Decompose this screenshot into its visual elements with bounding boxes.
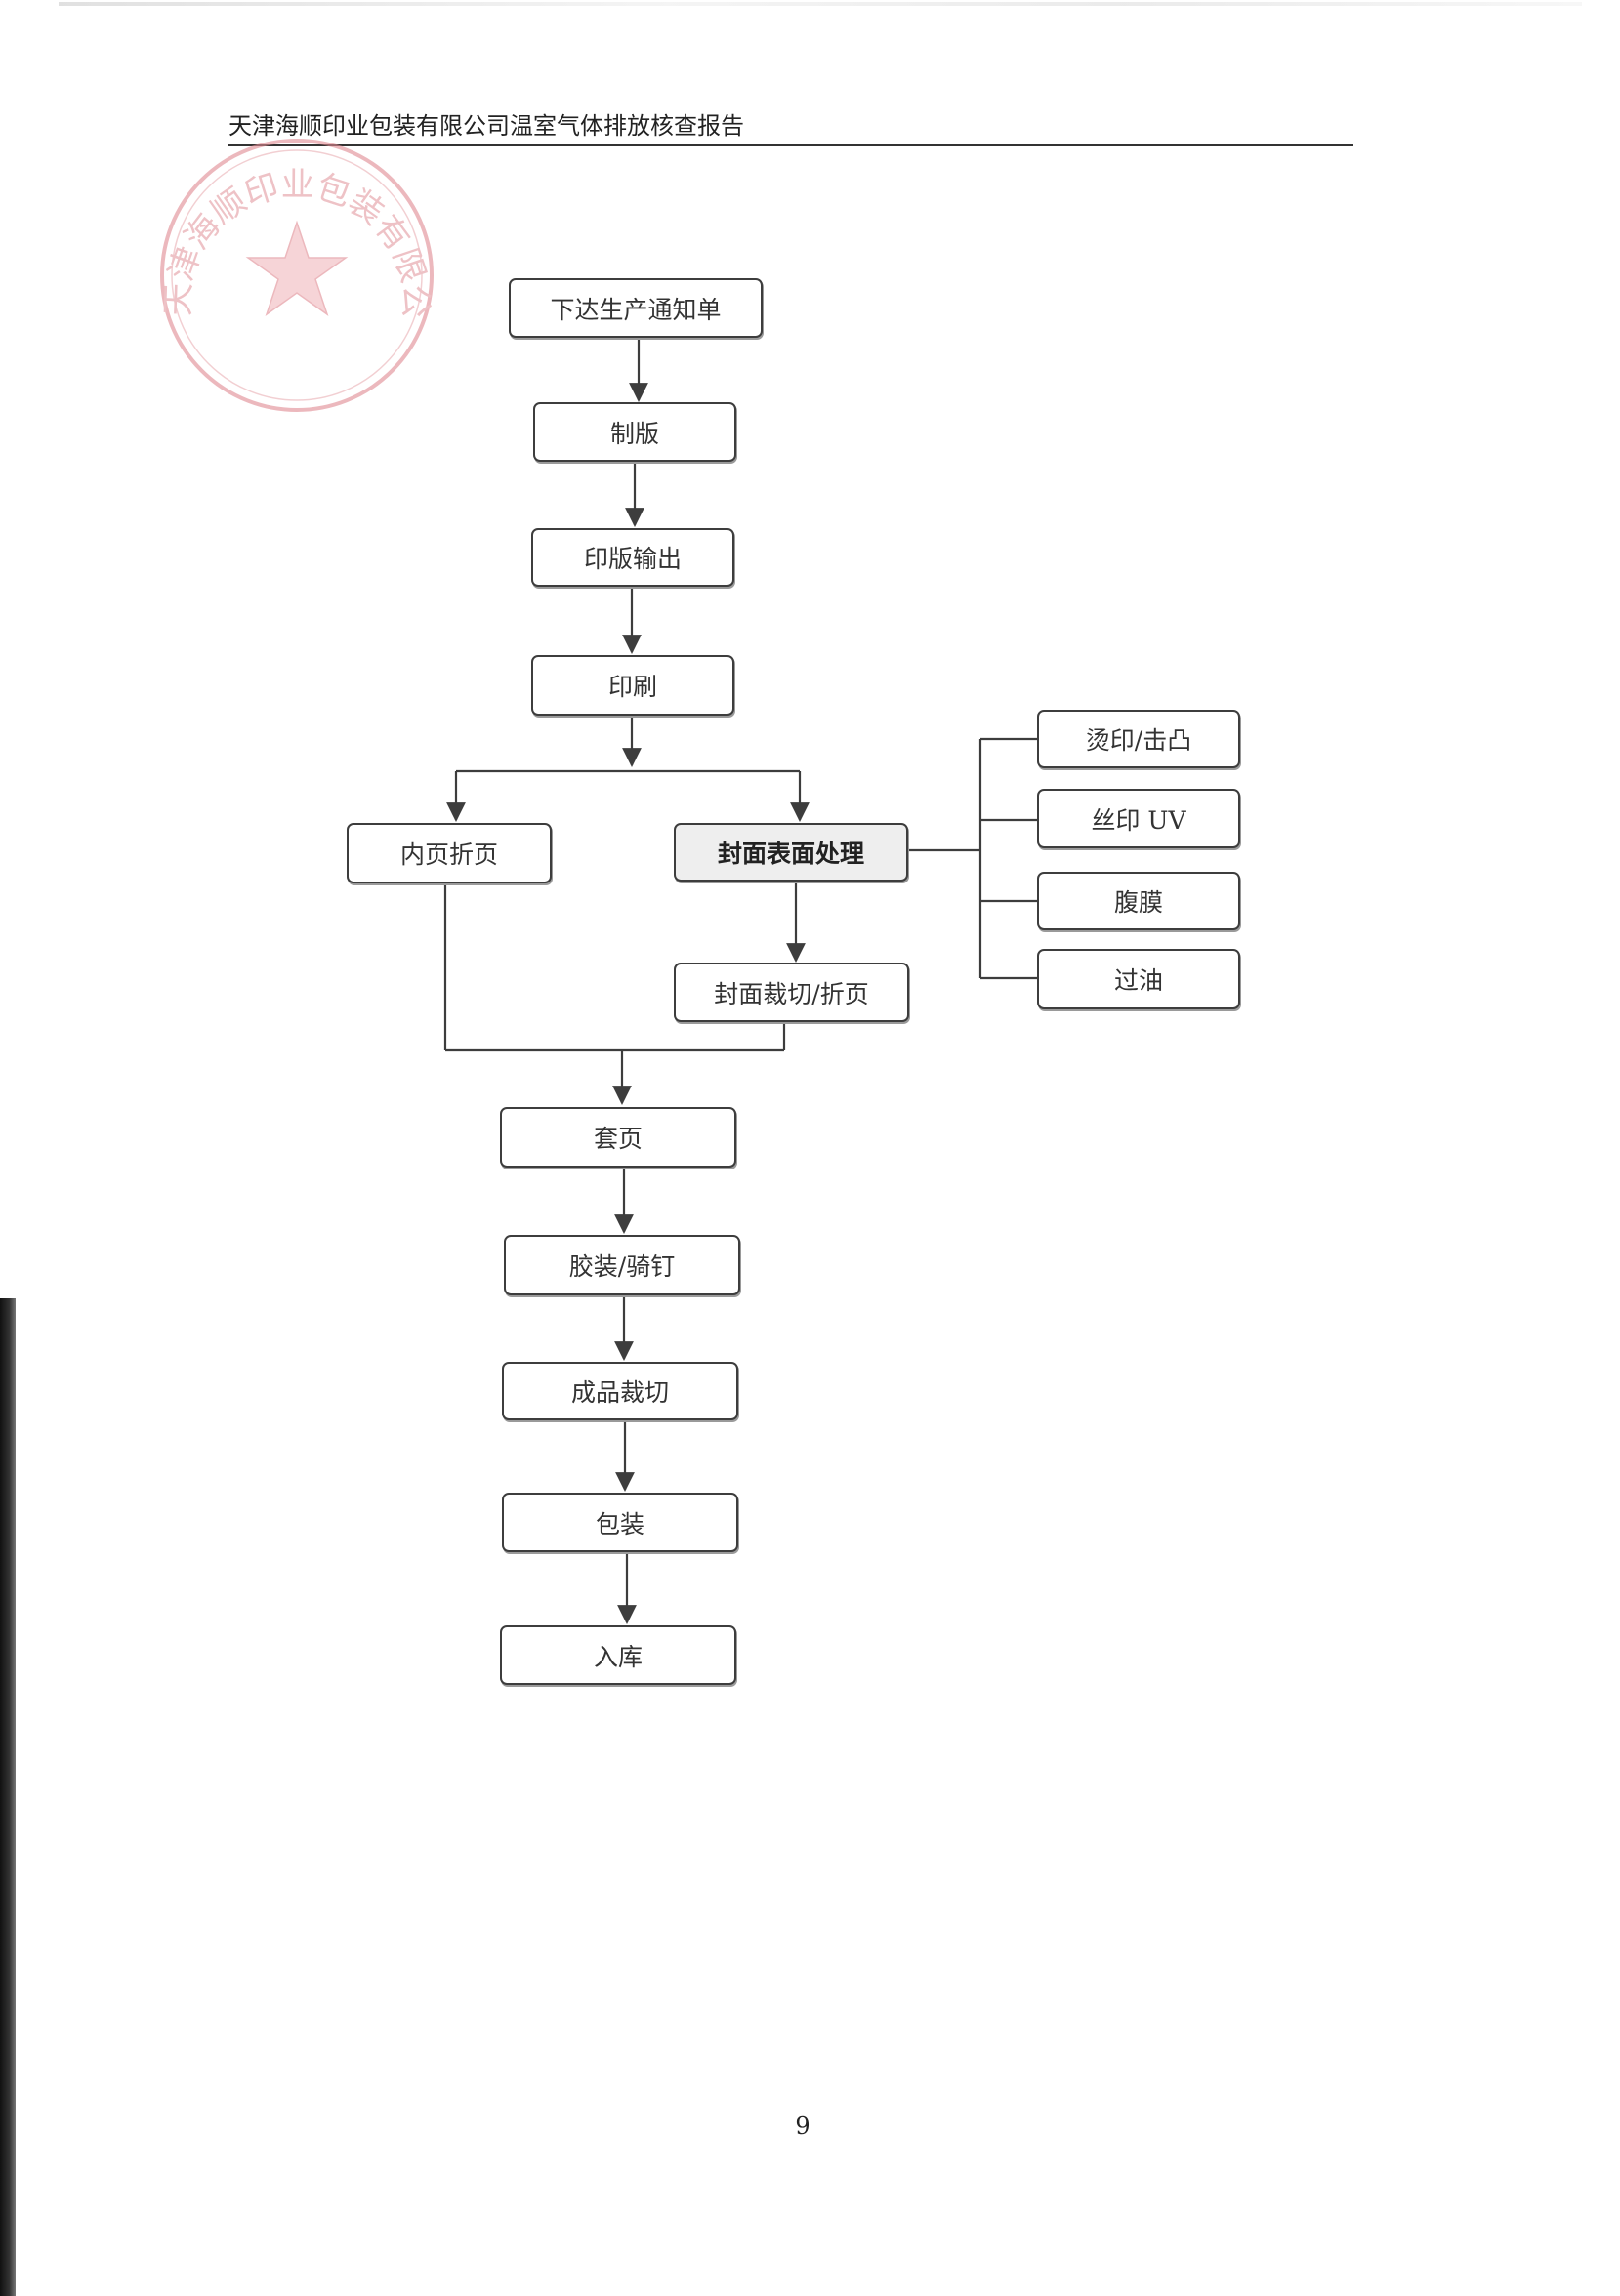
node-trimming: 成品裁切 bbox=[502, 1362, 738, 1420]
company-seal-stamp: 天津海顺印业包装有限公司 bbox=[145, 137, 435, 412]
page-number: 9 bbox=[795, 2112, 810, 2140]
report-title: 天津海顺印业包装有限公司温室气体排放核查报告 bbox=[228, 112, 744, 140]
node-plate-output: 印版输出 bbox=[531, 528, 734, 587]
node-hot-stamping: 烫印/击凸 bbox=[1037, 710, 1240, 768]
node-warehousing: 入库 bbox=[500, 1625, 736, 1685]
node-cover-surface: 封面表面处理 bbox=[674, 823, 908, 882]
node-laminating: 腹膜 bbox=[1037, 872, 1240, 930]
node-inner-folding: 内页折页 bbox=[347, 823, 552, 883]
node-binding: 胶装/骑钉 bbox=[504, 1235, 740, 1295]
node-cover-cutting: 封面裁切/折页 bbox=[674, 963, 909, 1022]
node-silk-uv: 丝印 UV bbox=[1037, 789, 1240, 848]
node-issue-order: 下达生产通知单 bbox=[509, 278, 763, 338]
node-varnishing: 过油 bbox=[1037, 949, 1240, 1009]
scan-top-artifact bbox=[59, 2, 1582, 6]
node-collating: 套页 bbox=[500, 1107, 736, 1168]
node-printing: 印刷 bbox=[531, 655, 734, 716]
scan-edge-shadow bbox=[0, 1298, 16, 2296]
page-header: 天津海顺印业包装有限公司温室气体排放核查报告 bbox=[228, 109, 1353, 146]
seal-star-icon bbox=[245, 220, 349, 316]
node-packaging: 包装 bbox=[502, 1493, 738, 1552]
node-plate-making: 制版 bbox=[533, 402, 736, 462]
